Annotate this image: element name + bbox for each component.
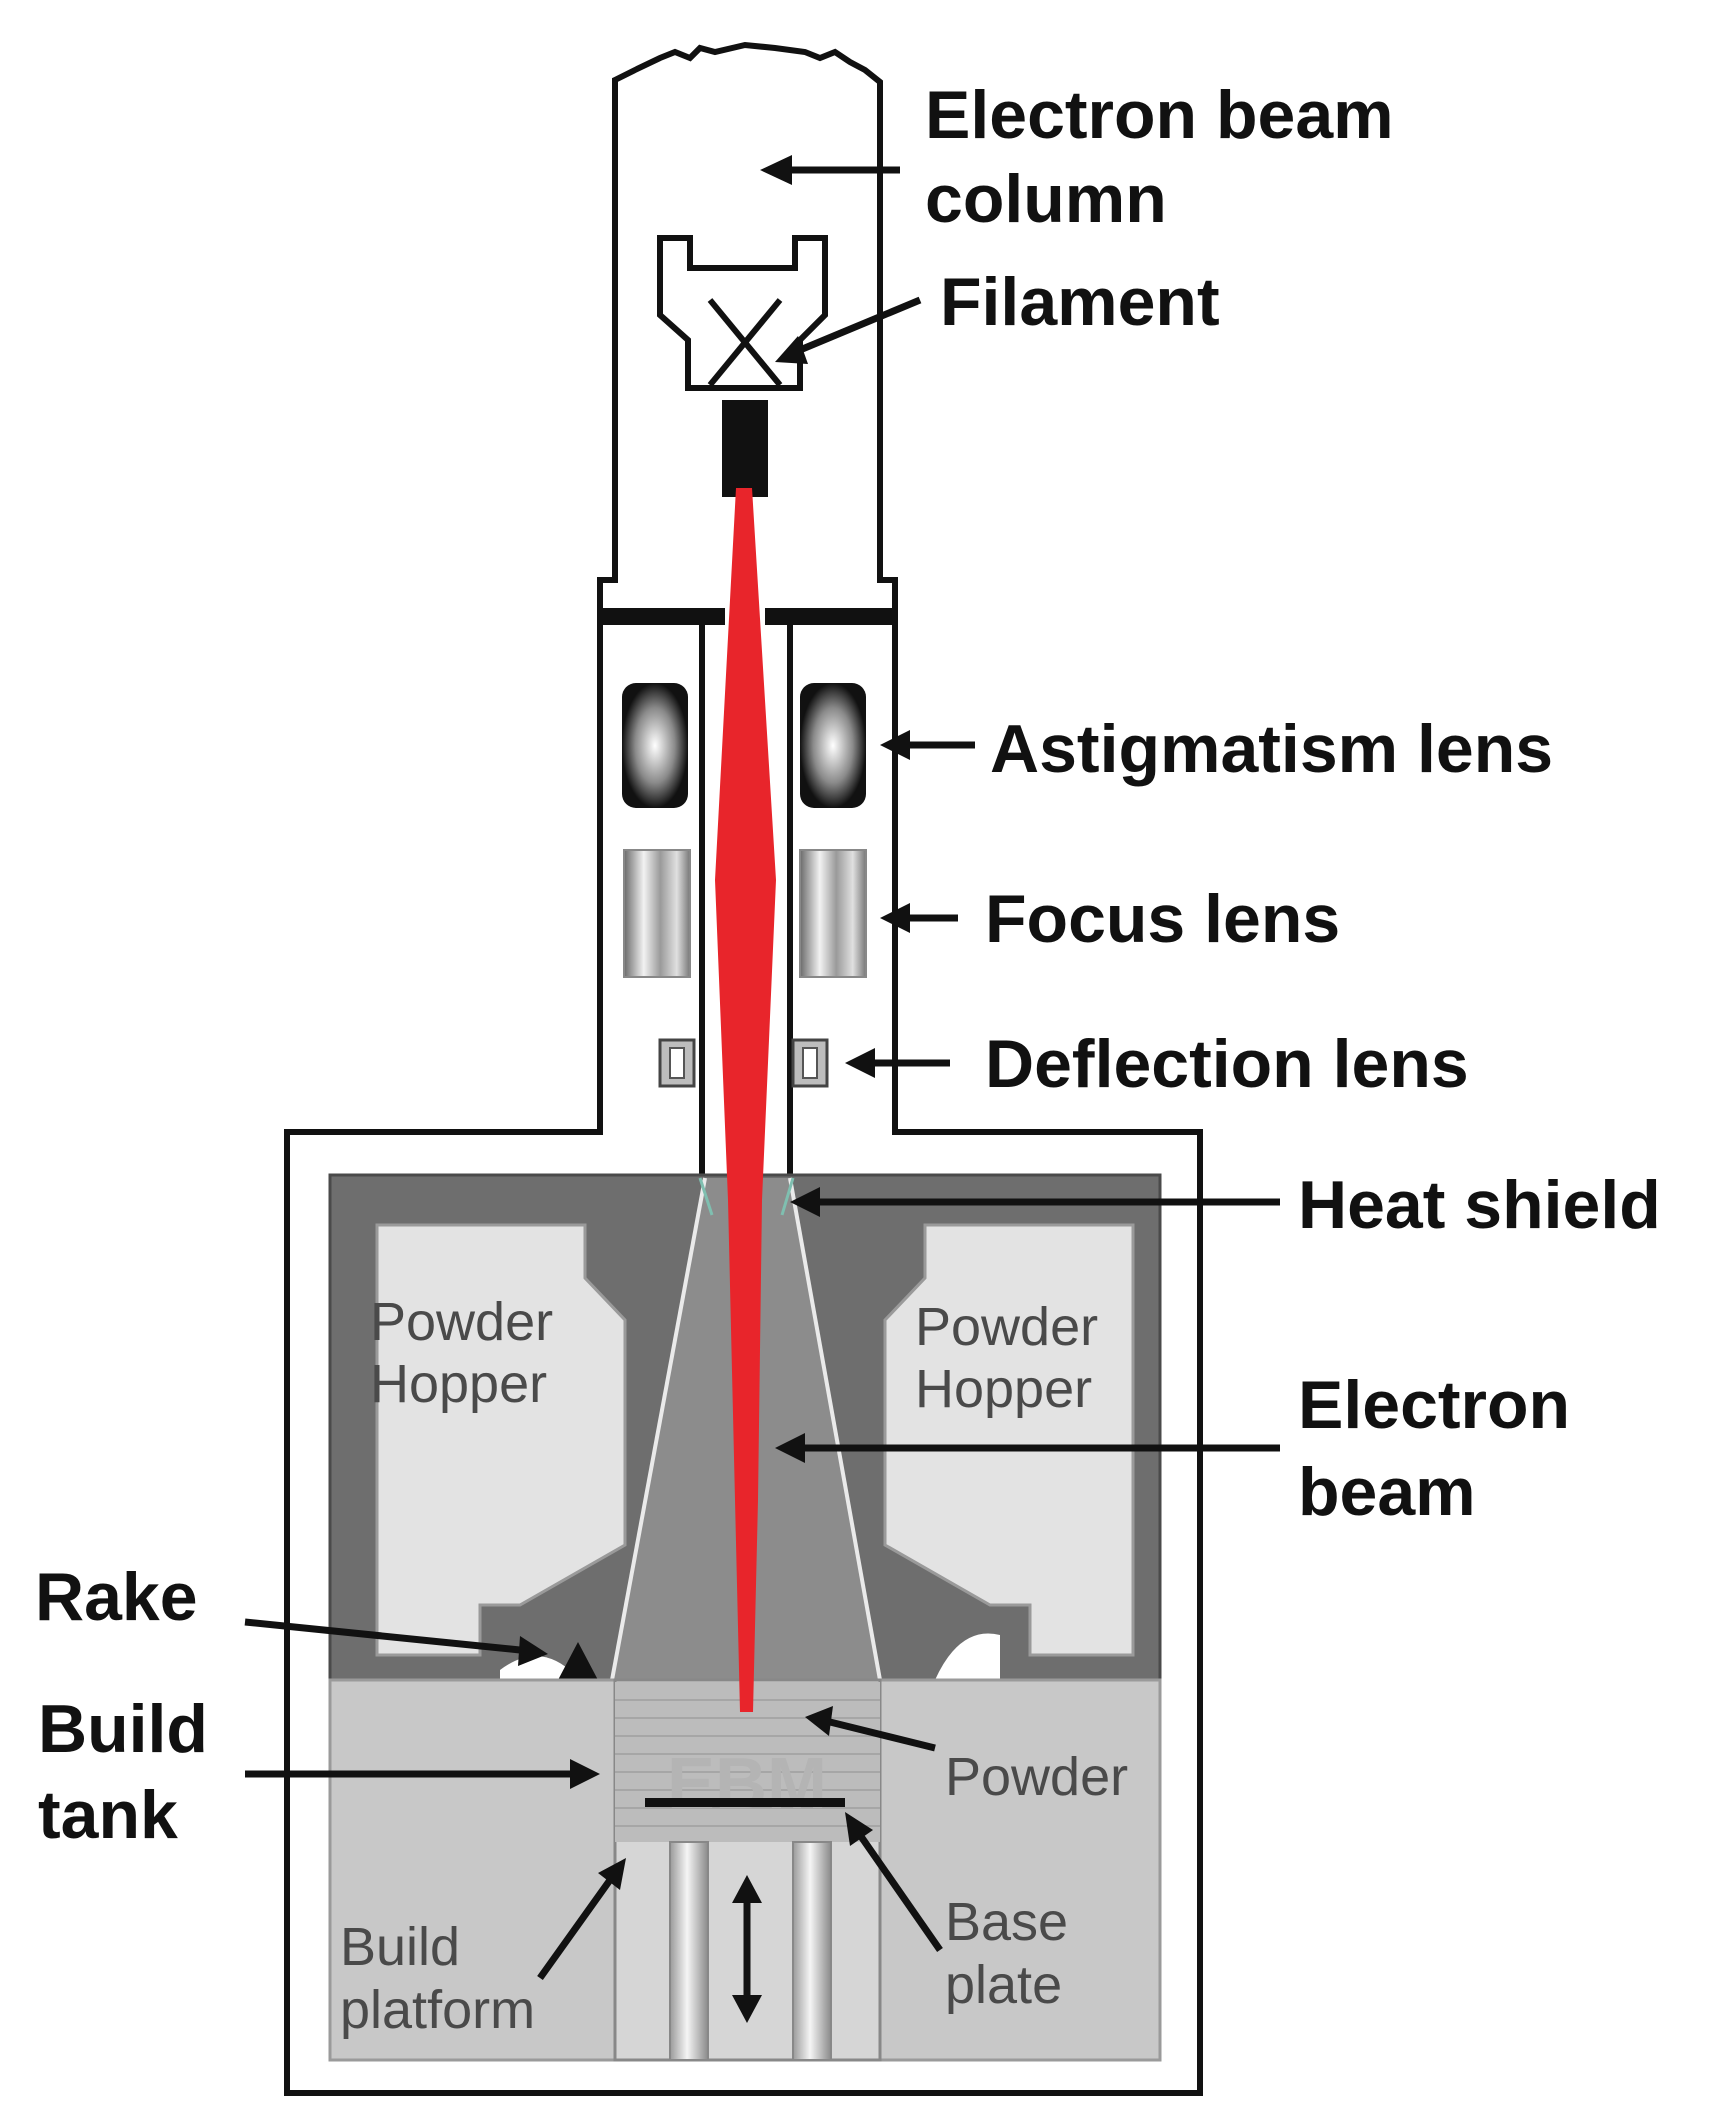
platform-post-left xyxy=(669,1841,709,2061)
label-build-platform: Build platform xyxy=(340,1917,535,2040)
label-rake: Rake xyxy=(35,1559,198,1635)
filament-housing xyxy=(657,235,828,391)
electron-beam xyxy=(715,488,776,1712)
label-build-tank: Build tank xyxy=(38,1691,227,1853)
deflection-lens-left xyxy=(658,1038,696,1088)
label-astigmatism-lens: Astigmatism lens xyxy=(990,711,1553,787)
aperture-plate-right xyxy=(765,608,895,625)
focus-lens-left xyxy=(623,849,691,978)
label-base-plate: Base plate xyxy=(945,1892,1083,2015)
deflection-lens-right xyxy=(791,1038,829,1088)
pointer-arrows xyxy=(244,155,1280,1981)
label-powder-hopper-right: Powder Hopper xyxy=(915,1297,1113,1419)
base-plate xyxy=(645,1798,845,1807)
ebm-part-label: EBM xyxy=(667,1744,827,1824)
astigmatism-lens-right xyxy=(800,683,866,808)
label-focus-lens: Focus lens xyxy=(985,881,1340,957)
up-down-arrow-icon xyxy=(732,1875,762,2023)
aperture-plate-left xyxy=(600,608,725,625)
heat-shield-top-right xyxy=(780,1177,795,1216)
label-deflection-lens: Deflection lens xyxy=(985,1026,1469,1102)
heat-shield-edge-right xyxy=(788,1177,882,1681)
rake xyxy=(558,1642,598,1680)
powder-hopper-left xyxy=(375,1223,627,1657)
heat-shield-top-left xyxy=(698,1177,714,1216)
platform-post-right xyxy=(792,1841,832,2061)
astigmatism-lens-left xyxy=(622,683,688,808)
filament-cross-2 xyxy=(707,298,783,387)
label-powder-hopper-left: Powder Hopper xyxy=(370,1292,568,1414)
label-filament: Filament xyxy=(940,264,1220,340)
focus-lens-right xyxy=(799,849,867,978)
cathode-block xyxy=(722,400,768,497)
powder-hopper-right xyxy=(883,1223,1135,1657)
label-electron-beam-column: Electron beam column xyxy=(925,77,1413,237)
label-powder: Powder xyxy=(945,1747,1128,1807)
label-heat-shield: Heat shield xyxy=(1298,1167,1661,1243)
heat-shield-edge-left xyxy=(610,1177,707,1681)
label-electron-beam: Electron beam xyxy=(1298,1367,1589,1530)
hopper-outlet-right xyxy=(935,1633,1000,1680)
